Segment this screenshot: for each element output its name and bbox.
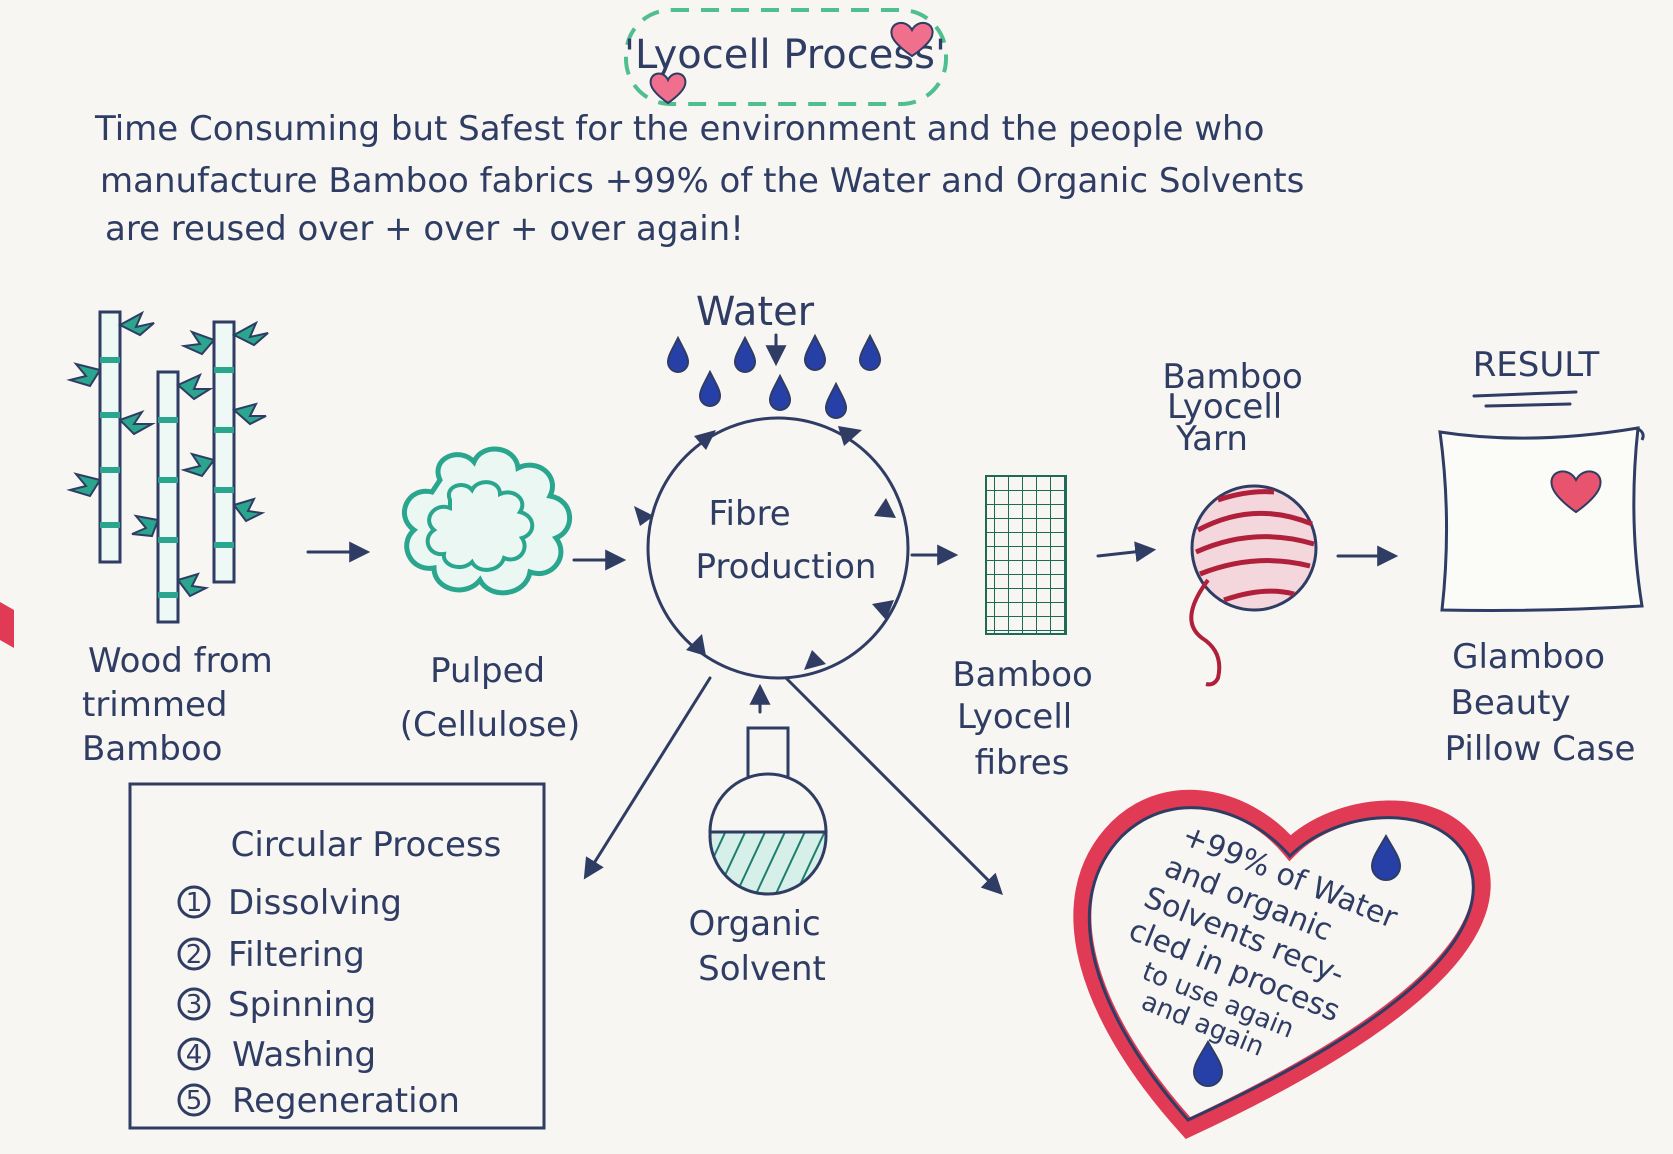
intro-line: manufacture Bamboo fabrics +99% of the W… [100,161,1304,201]
water-drop-icon [698,369,722,407]
process-steps: 1 Dissolving 2 Filtering 3 Spinning 4 Wa… [177,883,460,1121]
process-step: 2 Filtering [177,935,365,975]
flow-arrow [1096,541,1157,563]
fibre-production-cycle: Fibre Production [634,416,910,680]
water-drop-icon [768,373,792,411]
fibre-mesh-icon [985,475,1067,635]
fibres-label: Bamboo Lyocell fibres [952,655,1103,783]
process-step: 4 Washing [177,1035,376,1075]
heart-icon [649,72,687,105]
svg-text:Spinning: Spinning [228,985,376,1025]
svg-text:5: 5 [186,1086,203,1116]
pulp-label: Pulped (Cellulose) [400,651,581,745]
cycle-circle [646,416,910,680]
result-underline [1472,390,1578,398]
title-dashed-frame [624,8,948,106]
water-drop-icon [733,335,757,373]
svg-text:Regeneration: Regeneration [232,1081,460,1121]
water-drop-icon [858,333,882,371]
intro-line: Time Consuming but Safest for the enviro… [94,109,1264,149]
fibre-label: Fibre Production [696,494,877,587]
yarn-label: Bamboo Lyocell Yarn [1162,357,1313,459]
pulp-cloud-icon [402,446,573,596]
svg-text:Dissolving: Dissolving [228,883,402,923]
cycle-arrows [634,426,896,670]
heart-frame-icon [1073,789,1491,1139]
water-drop-icon [666,335,690,373]
water-drop-icon [1192,1039,1224,1087]
svg-text:1: 1 [186,888,203,918]
flask-icon [708,726,828,896]
recycling-heart: +99% of Water and organic Solvents recy-… [1073,789,1491,1139]
bamboo-label: Wood from trimmed Bamboo [82,641,284,769]
water-drop-icon [824,381,848,419]
circular-process-box: Circular Process 1 Dissolving 2 Filterin… [128,782,546,1130]
flow-arrow [784,676,1003,895]
title-group: 'Lyocell Process' [624,8,948,106]
process-step: 3 Spinning [177,985,376,1025]
svg-text:Filtering: Filtering [228,935,365,975]
process-step: 5 Regeneration [177,1081,460,1121]
edge-marker [0,602,14,648]
water-drop-icon [803,333,827,371]
svg-text:3: 3 [186,990,203,1020]
heart-icon [890,21,934,58]
solvent-label: Organic Solvent [688,904,831,989]
water-drop-icon [1370,833,1402,881]
intro-text: Time Consuming but Safest for the enviro… [94,109,1304,249]
process-box-frame [128,782,546,1130]
heart-icon [1550,470,1602,514]
process-heading: Circular Process [231,825,502,865]
page-title: 'Lyocell Process' [624,32,946,78]
pillow-label: Glamboo Beauty Pillow Case [1445,637,1636,769]
flow-arrow [583,676,712,880]
result-heading: RESULT [1473,345,1600,385]
svg-text:2: 2 [186,940,203,970]
pillow-case-icon [1438,426,1645,612]
bamboo-icon [66,310,269,624]
process-step: 1 Dissolving [177,883,402,923]
svg-text:Washing: Washing [232,1035,376,1075]
result-underline [1484,402,1572,408]
yarn-ball-icon [1189,484,1318,687]
svg-text:4: 4 [186,1040,203,1070]
water-label: Water [696,289,815,335]
water-drops [666,333,882,419]
intro-line: are reused over + over + over again! [105,209,744,249]
